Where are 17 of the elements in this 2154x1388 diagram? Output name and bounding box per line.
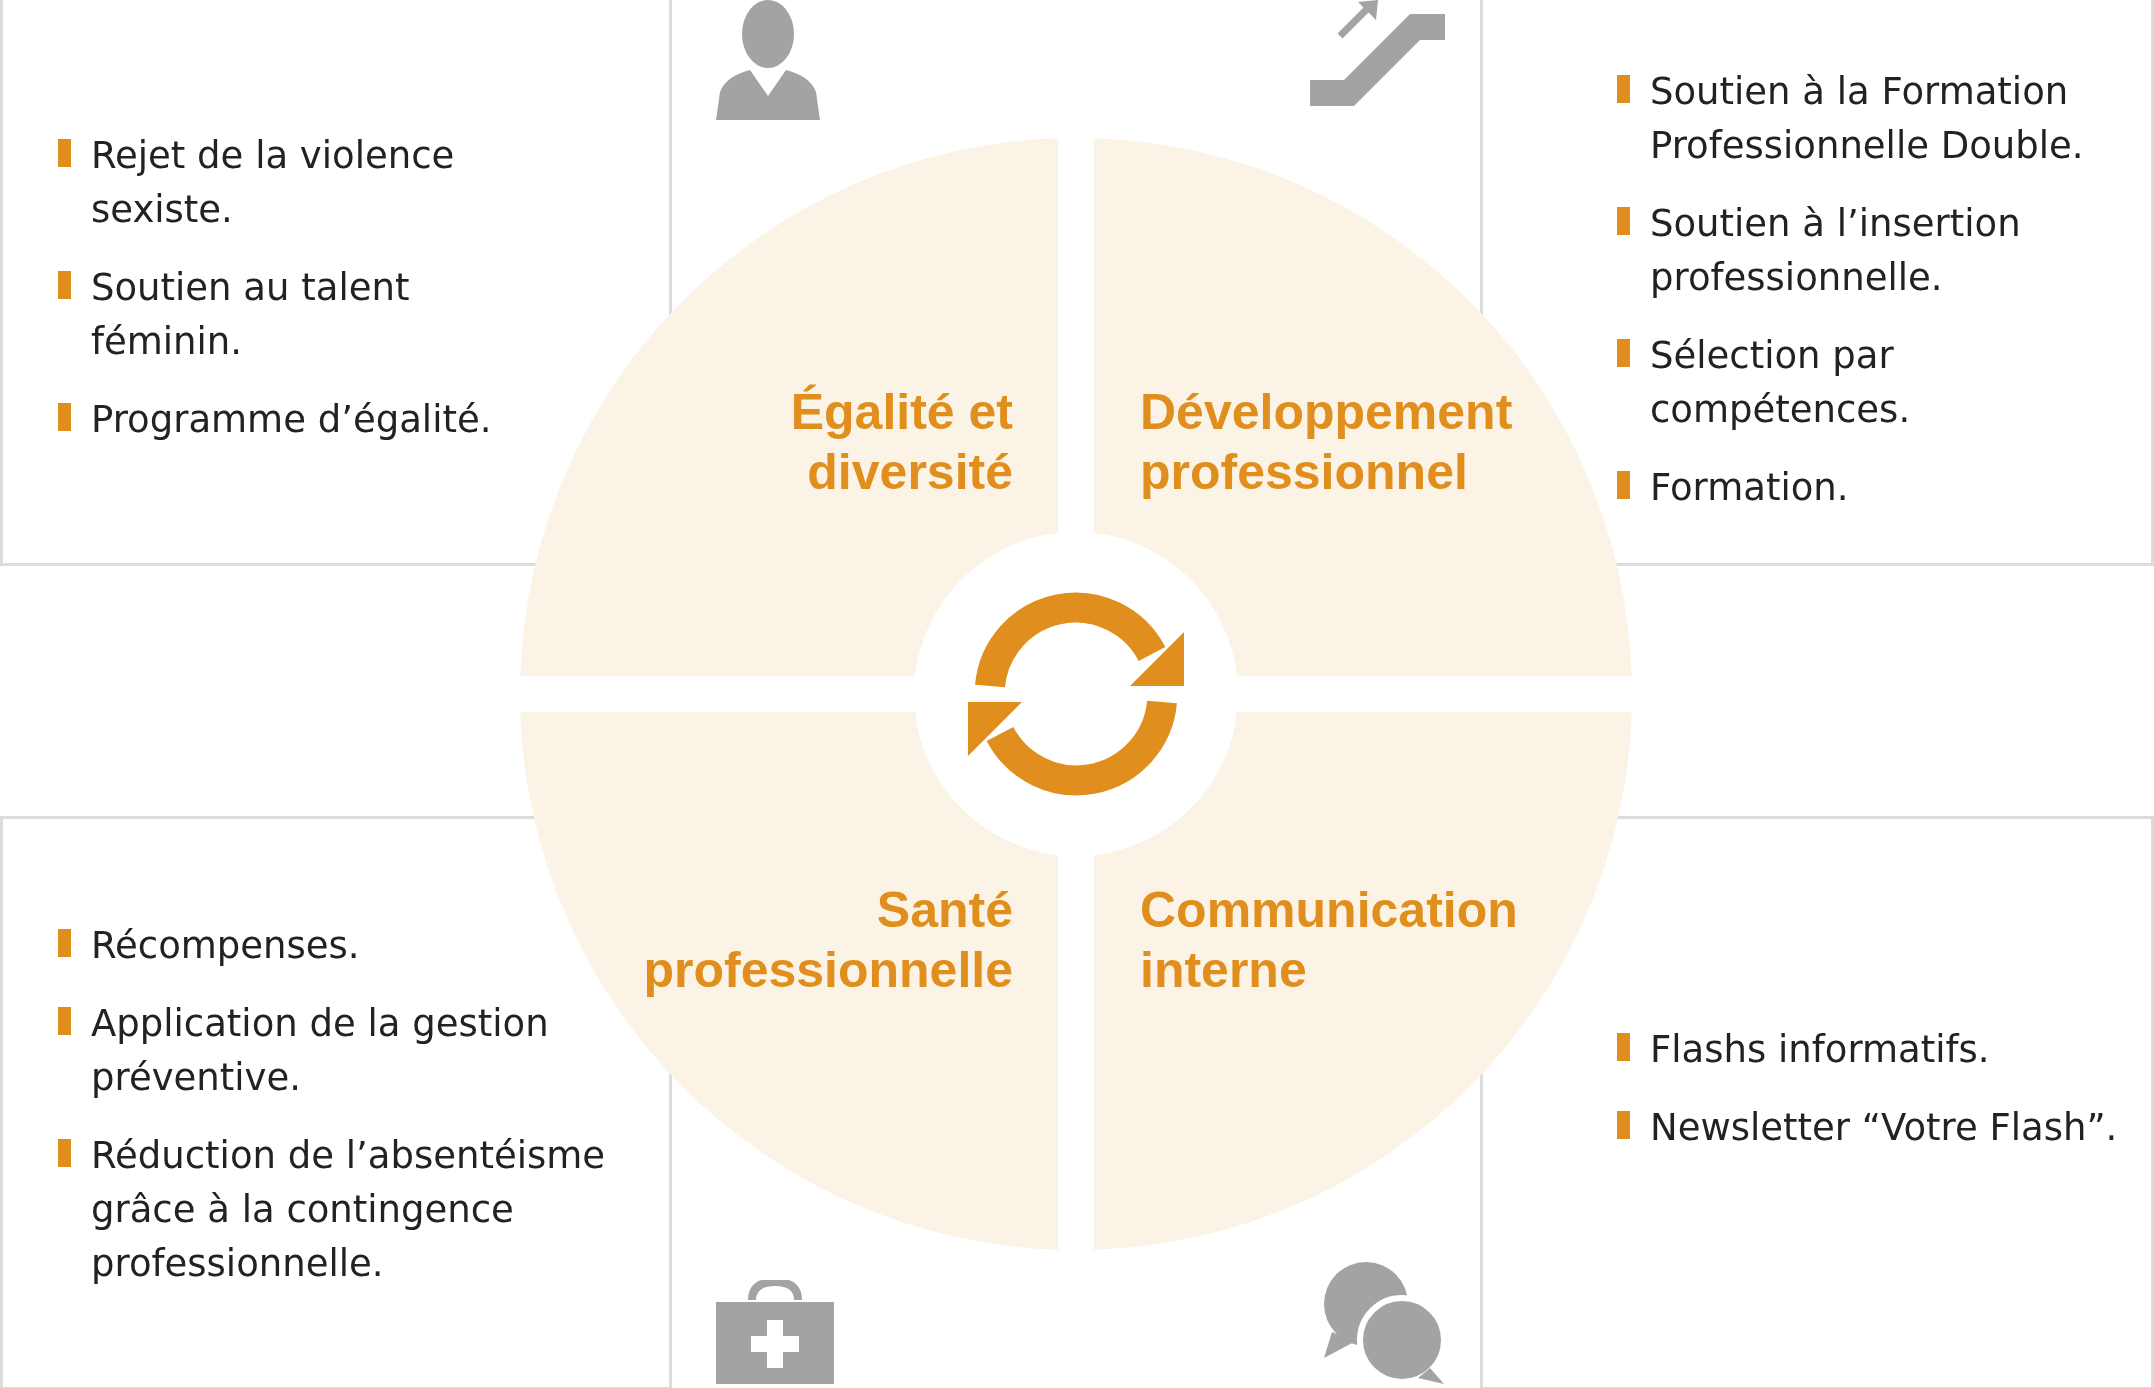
list-item-text: Formation. [1650, 465, 1849, 511]
list-item-text: Réduction de l’absentéisme grâce à la contingence professionnelle. [91, 1133, 607, 1287]
list-item-text: Récompenses. [91, 923, 360, 969]
quadrant-title: Communication interne [1140, 881, 1519, 1000]
list-item-text: Rejet de la violence sexiste. [91, 133, 456, 233]
list-item-text: Soutien à la Formation Professionnelle Double. [1650, 69, 2085, 169]
list-item-text: Sélection par compétences. [1650, 333, 1912, 433]
quadrant-title: Développement professionnel [1140, 383, 1514, 502]
list-item-text: Flashs informatifs. [1650, 1027, 1990, 1073]
list-item-text: Soutien à l’insertion professionnelle. [1650, 201, 2022, 301]
text-panel [0, 0, 672, 566]
list-item-text: Programme d’égalité. [91, 397, 492, 443]
list-item-text: Application de la gestion préventive. [91, 1001, 550, 1101]
list-item-text: Soutien au talent féminin. [91, 265, 411, 365]
list-item-text: Newsletter “Votre Flash”. [1650, 1105, 2118, 1151]
quadrant-title: Égalité et diversité [789, 383, 1013, 502]
quadrant-title: Santé professionnelle [642, 881, 1013, 1000]
